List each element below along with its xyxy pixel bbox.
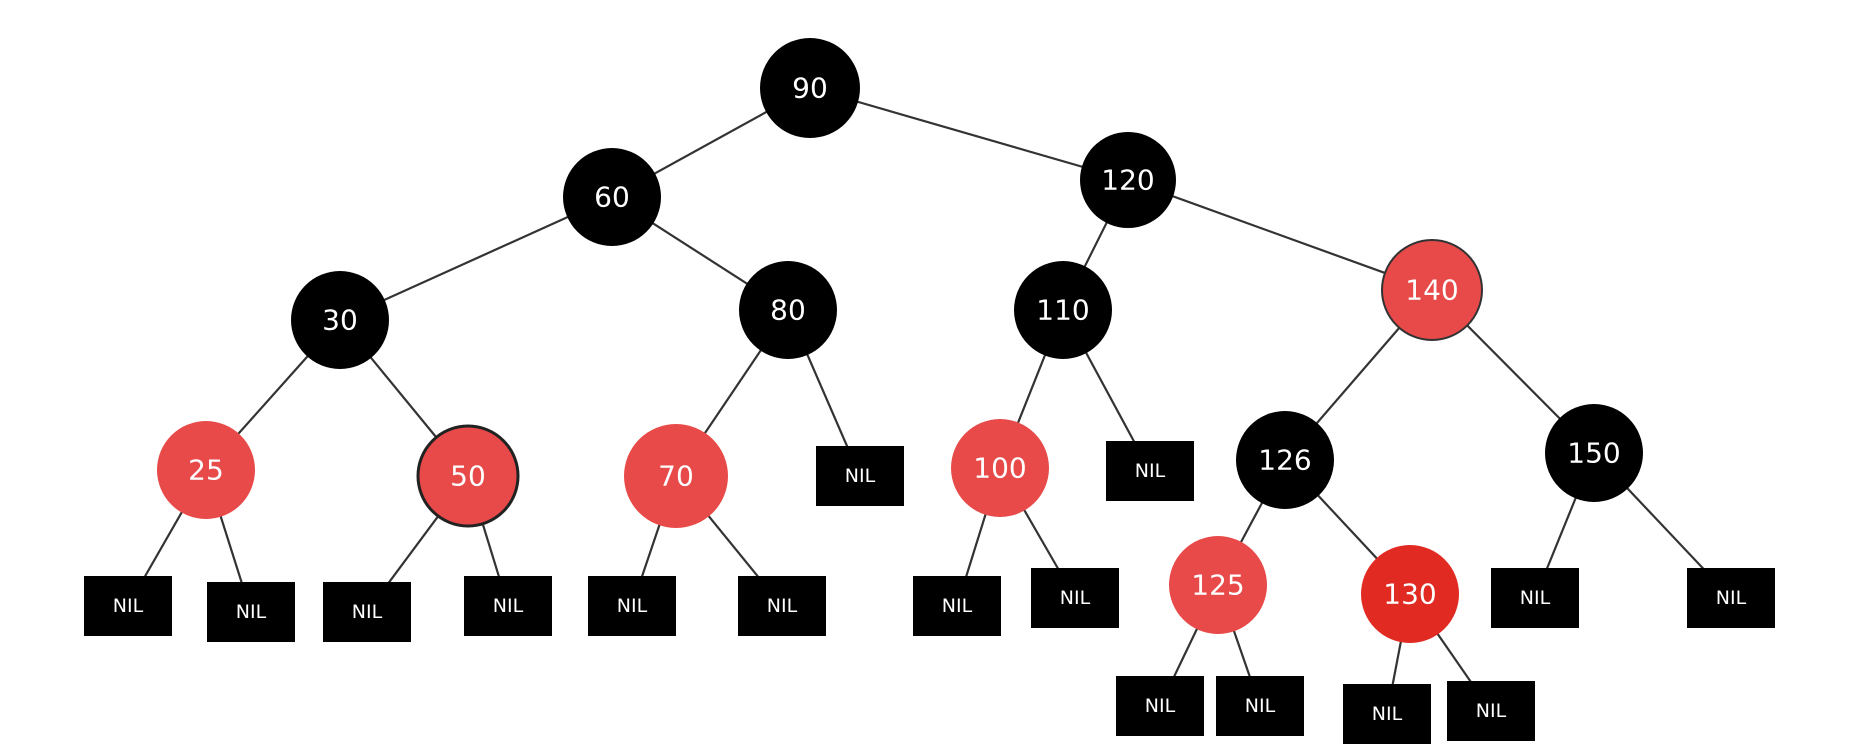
nil-box (1031, 568, 1119, 628)
node-140: 140 (1381, 239, 1483, 341)
node-70-label: 70 (658, 460, 694, 493)
nil-leaf: NIL (1447, 681, 1535, 741)
nil-label: NIL (1245, 695, 1276, 717)
edge-120-140 (1127, 178, 1433, 292)
nil-label: NIL (1520, 587, 1551, 609)
node-25: 25 (157, 421, 255, 519)
node-90: 90 (760, 38, 860, 138)
nil-box (1447, 681, 1535, 741)
nil-box (1343, 684, 1431, 744)
nil-label: NIL (1060, 587, 1091, 609)
node-90-label: 90 (792, 72, 828, 105)
node-50: 50 (416, 424, 520, 528)
nil-box (207, 582, 295, 642)
nil-box (323, 582, 411, 642)
nil-box (1116, 676, 1204, 736)
nil-box (588, 576, 676, 636)
nil-box (1491, 568, 1579, 628)
node-60-label: 60 (594, 181, 630, 214)
node-126-label: 126 (1258, 444, 1311, 477)
nil-leaf: NIL (84, 576, 172, 636)
nil-label: NIL (1145, 695, 1176, 717)
node-50-label: 50 (450, 460, 486, 493)
nil-leaves: NIL NIL NIL NIL NIL NIL NIL NIL NIL NIL … (84, 441, 1775, 744)
nil-leaf: NIL (207, 582, 295, 642)
node-140-label: 140 (1405, 274, 1458, 307)
nil-label: NIL (493, 595, 524, 617)
node-60-circle (563, 148, 661, 246)
node-150-circle (1545, 404, 1643, 502)
node-30-label: 30 (322, 304, 358, 337)
nil-leaf: NIL (1687, 568, 1775, 628)
node-130-circle (1361, 545, 1459, 643)
node-110: 110 (1014, 261, 1112, 359)
nil-leaf: NIL (1491, 568, 1579, 628)
edge-60-30 (339, 195, 613, 322)
node-70-circle (624, 424, 728, 528)
nil-leaf: NIL (464, 576, 552, 636)
nil-leaf: NIL (1343, 684, 1431, 744)
node-80-label: 80 (770, 294, 806, 327)
node-125-label: 125 (1191, 569, 1244, 602)
nil-box (84, 576, 172, 636)
node-100-label: 100 (973, 452, 1026, 485)
node-120-label: 120 (1101, 164, 1154, 197)
node-60: 60 (563, 148, 661, 246)
nil-leaf: NIL (1116, 676, 1204, 736)
nil-label: NIL (352, 601, 383, 623)
nil-leaf: NIL (323, 582, 411, 642)
tree-nodes: 90 60 120 30 80 110 140 25 (157, 38, 1643, 643)
nil-leaf: NIL (913, 576, 1001, 636)
nil-leaf: NIL (1031, 568, 1119, 628)
nil-box (913, 576, 1001, 636)
nil-label: NIL (113, 595, 144, 617)
node-100-circle (951, 419, 1049, 517)
node-120-circle (1080, 132, 1176, 228)
nil-label: NIL (617, 595, 648, 617)
node-130-label: 130 (1383, 578, 1436, 611)
nil-leaf: NIL (1216, 676, 1304, 736)
nil-leaf: NIL (1106, 441, 1194, 501)
node-126: 126 (1236, 411, 1334, 509)
node-110-circle (1014, 261, 1112, 359)
nil-box (1106, 441, 1194, 501)
nil-box (738, 576, 826, 636)
node-25-label: 25 (188, 454, 224, 487)
nil-leaf: NIL (738, 576, 826, 636)
nil-leaf: NIL (588, 576, 676, 636)
node-90-circle (760, 38, 860, 138)
node-150: 150 (1545, 404, 1643, 502)
nil-label: NIL (1372, 703, 1403, 725)
nil-label: NIL (236, 601, 267, 623)
node-150-label: 150 (1567, 437, 1620, 470)
nil-label: NIL (767, 595, 798, 617)
nil-label: NIL (845, 465, 876, 487)
nil-label: NIL (1716, 587, 1747, 609)
node-140-circle (1381, 239, 1483, 341)
edge-90-120 (809, 86, 1129, 182)
node-130: 130 (1361, 545, 1459, 643)
node-70: 70 (624, 424, 728, 528)
node-25-circle (157, 421, 255, 519)
node-30: 30 (291, 271, 389, 369)
node-100: 100 (951, 419, 1049, 517)
nil-label: NIL (1135, 460, 1166, 482)
node-125-circle (1169, 536, 1267, 634)
nil-box (464, 576, 552, 636)
nil-box (1687, 568, 1775, 628)
nil-label: NIL (1476, 700, 1507, 722)
node-125: 125 (1169, 536, 1267, 634)
node-80: 80 (739, 261, 837, 359)
node-126-circle (1236, 411, 1334, 509)
node-30-circle (291, 271, 389, 369)
node-50-circle (416, 424, 520, 528)
nil-leaf: NIL (816, 446, 904, 506)
node-110-label: 110 (1036, 294, 1089, 327)
node-80-circle (739, 261, 837, 359)
nil-box (1216, 676, 1304, 736)
node-120: 120 (1080, 132, 1176, 228)
nil-box (816, 446, 904, 506)
nil-label: NIL (942, 595, 973, 617)
